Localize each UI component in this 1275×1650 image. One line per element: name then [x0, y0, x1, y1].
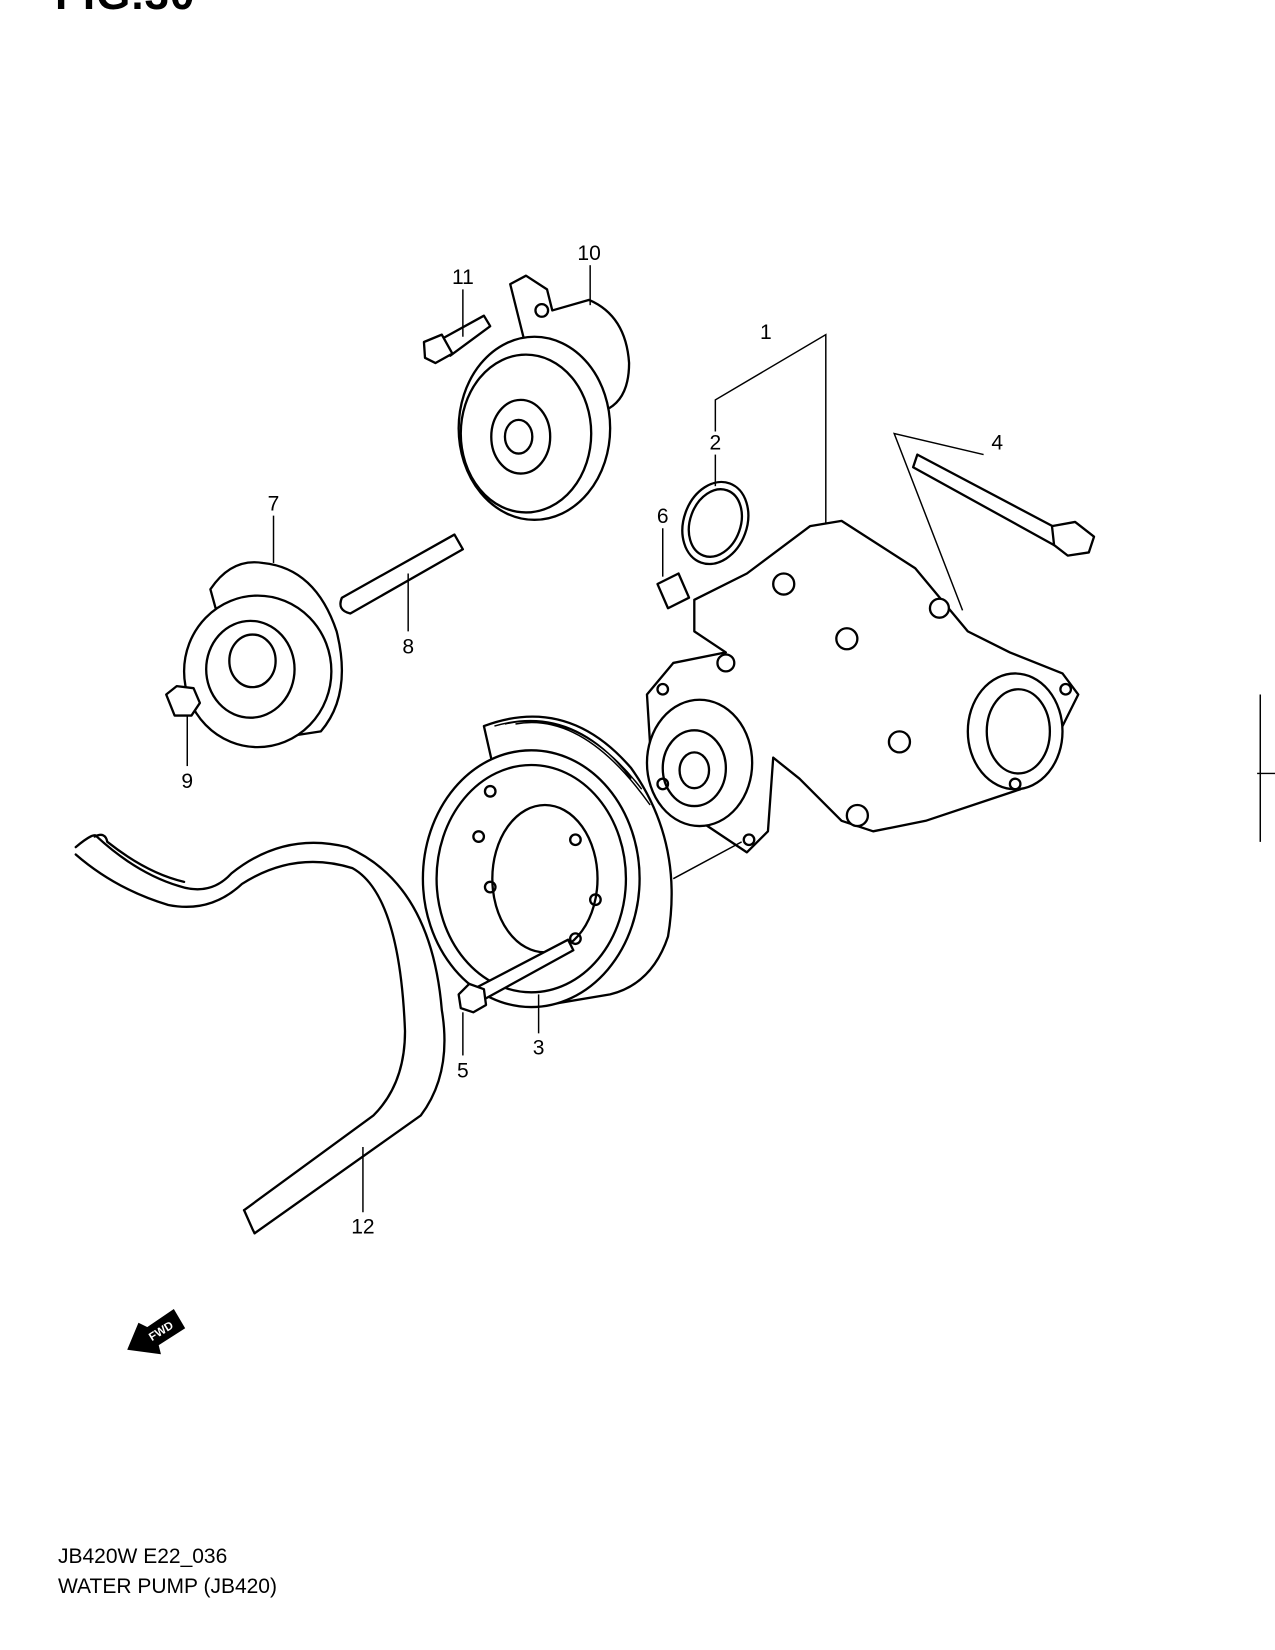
water-pump-body: [645, 519, 1080, 854]
dowel-6: [656, 572, 691, 610]
fwd-arrow-icon: FWD: [127, 1308, 186, 1355]
bolt-11: [422, 314, 492, 365]
tensioner-pulley: [457, 274, 631, 521]
stud-8: [339, 533, 465, 615]
pump-pulley: [421, 715, 673, 1009]
callout-4: 4: [991, 431, 1003, 454]
callout-6: 6: [657, 505, 669, 528]
leader-lines: [186, 265, 1275, 1213]
o-ring-2: [681, 480, 750, 566]
figure-title: FIG.30: [55, 0, 196, 20]
callout-12: 12: [351, 1215, 374, 1238]
callout-3: 3: [533, 1036, 545, 1059]
diagram-code: JB420W E22_036: [58, 1545, 228, 1568]
bolt-4: [911, 453, 1096, 557]
callout-2: 2: [709, 431, 721, 454]
callout-8: 8: [402, 635, 414, 658]
callout-1: 1: [760, 321, 772, 344]
callout-5: 5: [457, 1060, 469, 1083]
callout-7: 7: [268, 492, 280, 515]
callout-9: 9: [181, 770, 193, 793]
idler-pulley: [182, 561, 344, 749]
nut-9: [165, 684, 202, 717]
callout-11: 11: [452, 266, 474, 289]
diagram-caption: WATER PUMP (JB420): [58, 1575, 277, 1598]
bolt-5: [457, 938, 575, 1014]
v-belt: [74, 833, 446, 1235]
callout-10: 10: [577, 242, 600, 265]
